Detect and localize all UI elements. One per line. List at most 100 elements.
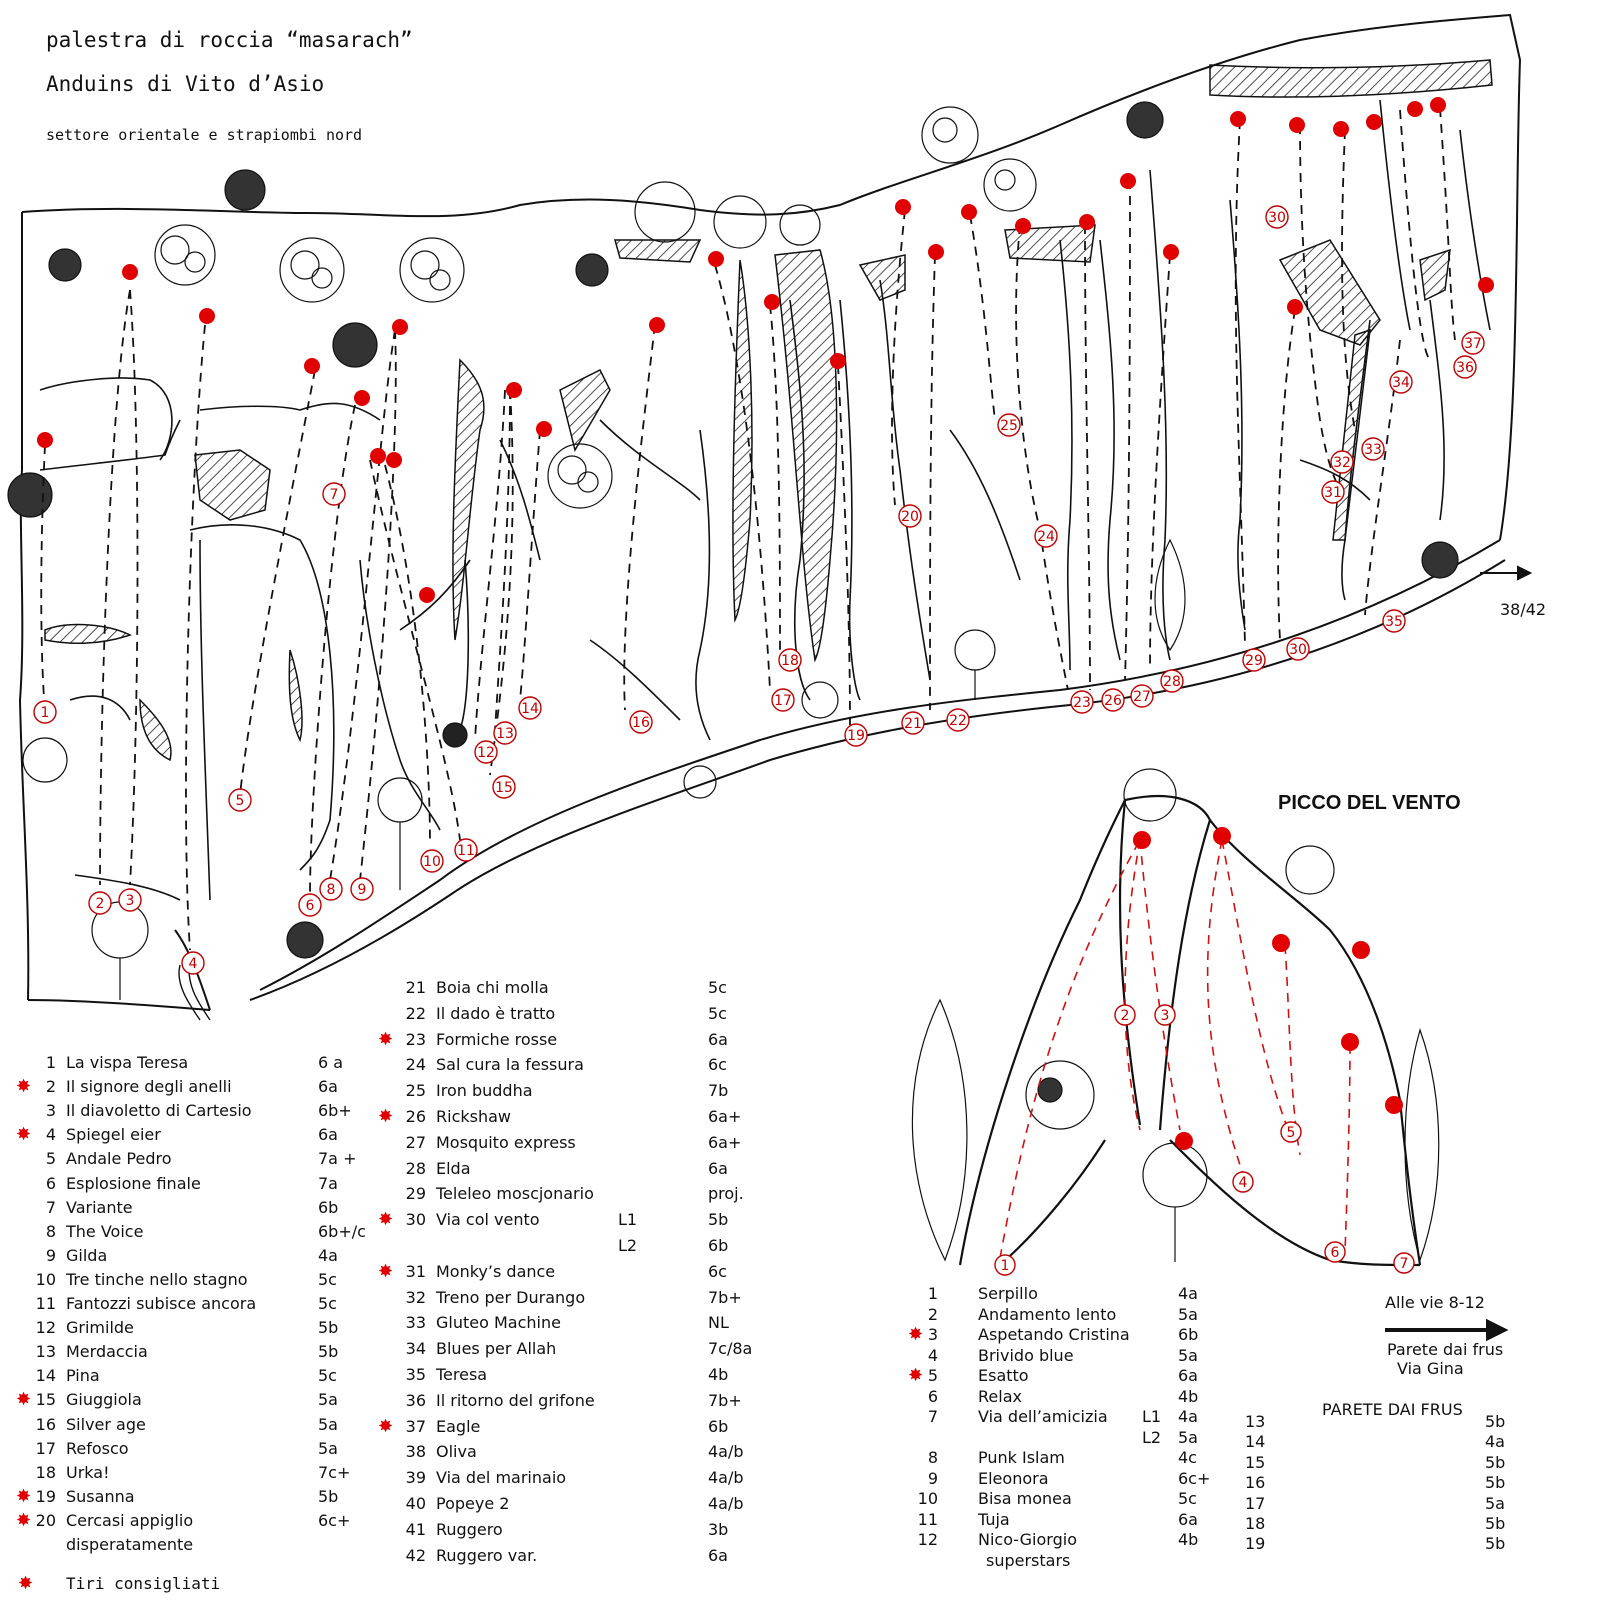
- route-number-circle: [1321, 480, 1345, 504]
- route-grade: 5a: [318, 1390, 338, 1410]
- bolt-markers: [37, 97, 1494, 603]
- route-name: Il signore degli anelli: [66, 1077, 232, 1097]
- route-grade: 5a: [1178, 1345, 1198, 1365]
- tree-icon: [1154, 538, 1186, 652]
- recommended-star-icon: ✸: [16, 1124, 32, 1146]
- route-number-circle: [1101, 688, 1125, 712]
- route-grade: 4a/b: [708, 1494, 744, 1513]
- route-number: 38: [405, 1442, 426, 1462]
- route-name: Blues per Allah: [436, 1339, 557, 1359]
- route-grade: 6a: [1178, 1509, 1198, 1529]
- route-number-circle: [901, 711, 925, 735]
- route-name: Il dado è tratto: [436, 1003, 556, 1023]
- parete-frus-title: PARETE DAI FRUS: [1322, 1400, 1463, 1419]
- route-number: 14: [35, 1366, 56, 1386]
- route-number-label: 4: [189, 956, 198, 972]
- route-number-label: 9: [358, 882, 367, 898]
- route-name: Merdaccia: [66, 1342, 148, 1362]
- route-number: 12: [35, 1318, 56, 1338]
- route-number: 8: [927, 1448, 938, 1467]
- route-number-circle: [1330, 450, 1354, 474]
- route-name: Cercasi appiglio: [66, 1510, 194, 1530]
- route-grade: 4b: [1178, 1530, 1199, 1549]
- route-name: Gilda: [66, 1245, 108, 1265]
- route-number-label: 36: [1456, 360, 1474, 376]
- tree-icon: [279, 237, 345, 303]
- route-name: Andale Pedro: [66, 1149, 172, 1169]
- route-number-circle: [118, 888, 142, 912]
- route-number-label: 7: [330, 487, 339, 503]
- route-grade: 5a: [318, 1438, 338, 1458]
- route-number-circle: [898, 504, 922, 528]
- route-number-label: 28: [1163, 674, 1181, 690]
- route-number: 13: [35, 1342, 56, 1362]
- tree-icon: [634, 181, 821, 249]
- route-number-circle: [1265, 205, 1289, 229]
- route-number-label: 1: [41, 705, 50, 721]
- route-name: Variante: [66, 1197, 133, 1217]
- route-name: Formiche rosse: [436, 1029, 558, 1049]
- route-name: Via col vento: [436, 1210, 540, 1230]
- route-name: Giuggiola: [66, 1390, 142, 1410]
- route-number: 28: [405, 1158, 426, 1178]
- route-number-circle: [181, 951, 205, 975]
- route-name: Serpillo: [978, 1284, 1038, 1303]
- tree-icon: [921, 106, 979, 164]
- route-grade: proj.: [708, 1184, 744, 1204]
- route-grade: 4c: [1178, 1448, 1197, 1467]
- picco-route-lines: [999, 839, 1351, 1259]
- tree-icon: [1123, 768, 1177, 822]
- recommended-star-icon: ✸: [378, 1415, 394, 1437]
- route-number: 32: [405, 1287, 426, 1307]
- route-grade: 6b+: [318, 1101, 352, 1121]
- shrub-icon: [575, 253, 609, 287]
- route-grade: 6 a: [318, 1053, 344, 1072]
- route-grade: 7a +: [318, 1149, 357, 1169]
- route-name: Monky’s dance: [436, 1261, 556, 1281]
- route-number: 3: [45, 1101, 56, 1121]
- route-number-circle: [1242, 648, 1266, 672]
- route-number-circle: [1286, 637, 1310, 661]
- route-grade: 6b: [708, 1416, 729, 1436]
- picco-route-number-circle: [1393, 1252, 1415, 1274]
- picco-route-number-label: 1: [1001, 1258, 1010, 1274]
- route-number: 2: [45, 1077, 56, 1097]
- legend-row-continued: disperatamente: [8, 1535, 398, 1555]
- route-number: 37: [405, 1416, 426, 1436]
- route-name: Silver age: [66, 1414, 146, 1434]
- route-number: 6: [45, 1173, 56, 1193]
- route-name: Bisa monea: [978, 1489, 1072, 1508]
- recommended-star-icon: ✸: [16, 1509, 32, 1531]
- route-grade: 4b: [1178, 1386, 1199, 1406]
- route-number: 4: [45, 1125, 56, 1145]
- route-name: Elda: [436, 1158, 471, 1178]
- route-grade: 5b: [1485, 1412, 1506, 1431]
- recommended-star-icon: ✸: [378, 1028, 394, 1050]
- shrub-icon: [7, 472, 53, 518]
- route-grade: 6c+: [318, 1510, 351, 1530]
- arrow-right-icon: [1480, 565, 1533, 581]
- route-number: 21: [405, 978, 426, 997]
- vegetation: [7, 101, 1459, 1000]
- route-number-label: 29: [1245, 653, 1263, 669]
- recommended-star-icon: ✸: [18, 1573, 34, 1594]
- sector-label: settore orientale e strapiombi nord: [46, 126, 363, 144]
- route-number-label: 16: [632, 715, 650, 731]
- route-number-label: 14: [521, 701, 539, 717]
